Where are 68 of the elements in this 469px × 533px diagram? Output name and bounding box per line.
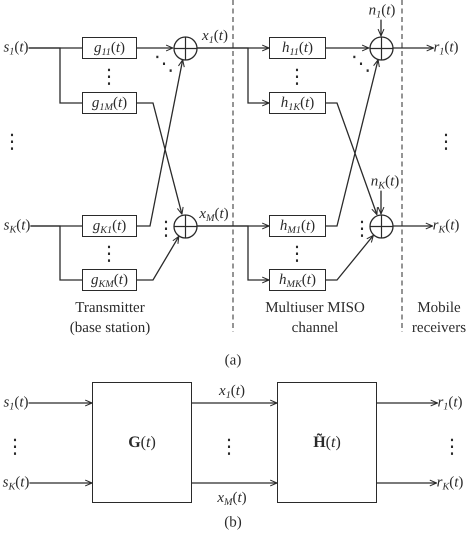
- ellipsis: ⋮: [156, 218, 176, 238]
- signal-label: n$_{1}$(t): [368, 2, 396, 20]
- edge-label: x$_{1}$(t): [219, 382, 245, 400]
- arrow: [192, 400, 278, 406]
- arrow: [197, 225, 270, 284]
- arrow: [192, 480, 278, 486]
- edge-label: x$_{1}$(t): [202, 28, 228, 44]
- signal-label: r$_{K}$(t): [436, 474, 464, 492]
- filter-block: h$_{MK}$(t): [269, 269, 326, 291]
- ellipsis: ⋮: [219, 436, 239, 456]
- arrow: [137, 44, 174, 52]
- connector-line: [30, 225, 82, 281]
- filter-block: g$_{K1}$(t): [82, 215, 137, 237]
- arrow: [28, 400, 93, 406]
- filter-block: h$_{11}$(t): [269, 37, 326, 59]
- ellipsis: ⋱: [154, 53, 174, 73]
- ellipsis: ⋮: [436, 131, 456, 151]
- arrow: [137, 59, 185, 227]
- arrow: [378, 190, 384, 214]
- summing-junction: [172, 36, 198, 60]
- ellipsis: ⋮: [2, 131, 22, 151]
- signal-label: s$_{1}$(t): [3, 39, 29, 57]
- signal-label: r$_{K}$(t): [432, 217, 460, 235]
- ellipsis: ⋮: [442, 436, 462, 456]
- matrix-block: G(t): [92, 382, 192, 503]
- signal-label: s$_{1}$(t): [3, 394, 29, 412]
- ellipsis: ⋮: [99, 243, 119, 263]
- signal-label: s$_{K}$(t): [4, 217, 30, 235]
- section-label: Mobile receivers: [410, 299, 468, 338]
- ellipsis: ⋮: [99, 66, 119, 86]
- arrow: [326, 234, 374, 281]
- connector-line: [28, 47, 82, 104]
- edge-label: x$_{M}$(t): [217, 490, 247, 506]
- section-label: Transmitter (base station): [68, 299, 152, 338]
- subfigure-label: (a): [224, 352, 242, 370]
- arrow: [326, 59, 380, 227]
- filter-block: g$_{KM}$(t): [82, 269, 137, 291]
- ellipsis: ⋮: [5, 436, 25, 456]
- arrow: [326, 44, 370, 52]
- arrow: [393, 44, 434, 52]
- signal-label: n$_{K}$(t): [370, 173, 400, 191]
- signal-label: r$_{1}$(t): [437, 394, 463, 412]
- ellipsis: ⋮: [352, 218, 372, 238]
- matrix-block: H̃(t): [277, 382, 377, 503]
- summing-junction: [368, 214, 394, 238]
- section-label: Multiuser MISO channel: [264, 299, 366, 338]
- arrow: [378, 20, 384, 36]
- filter-block: g$_{1M}$(t): [82, 92, 137, 114]
- signal-label: r$_{1}$(t): [433, 39, 459, 57]
- arrow: [137, 236, 180, 281]
- ellipsis: ⋱: [351, 53, 371, 73]
- arrow: [326, 102, 378, 216]
- edge-label: x$_{M}$(t): [199, 206, 229, 222]
- filter-block: h$_{M1}$(t): [269, 215, 326, 237]
- subfigure-label: (b): [224, 514, 242, 532]
- filter-block: g$_{11}$(t): [82, 37, 137, 59]
- ellipsis: ⋮: [287, 66, 307, 86]
- signal-label: s$_{K}$(t): [2, 474, 30, 492]
- filter-block: h$_{1K}$(t): [269, 92, 326, 114]
- arrow: [377, 400, 438, 406]
- arrow: [393, 222, 434, 230]
- summing-junction: [172, 214, 198, 238]
- ellipsis: ⋮: [287, 243, 307, 263]
- arrow: [137, 102, 184, 215]
- arrow: [29, 480, 93, 486]
- arrow: [377, 480, 438, 486]
- arrow: [197, 47, 270, 106]
- summing-junction: [368, 36, 394, 60]
